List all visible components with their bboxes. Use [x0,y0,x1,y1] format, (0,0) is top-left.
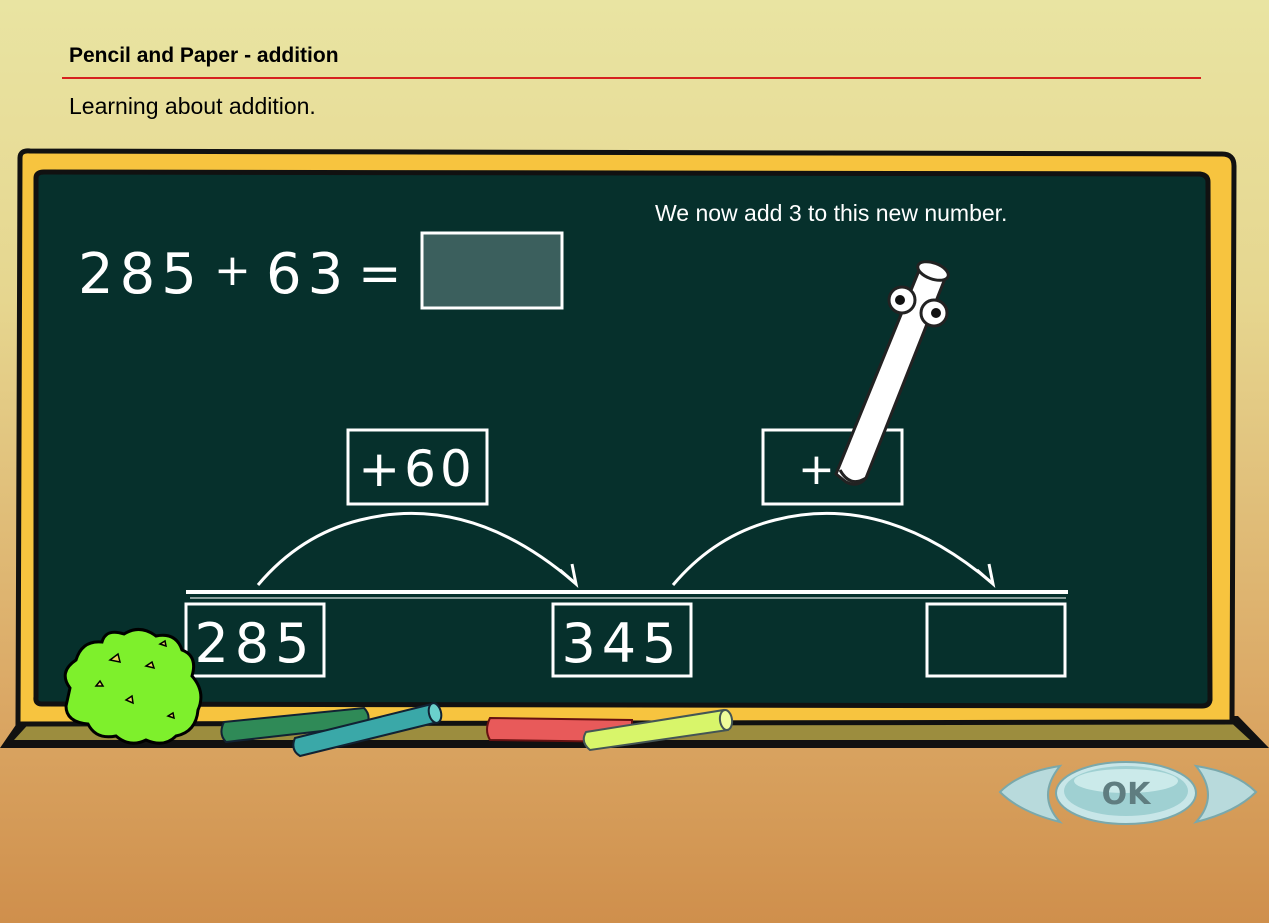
jump-arc-2 [671,511,993,586]
chalk-character-icon [834,260,950,486]
next-button[interactable] [1192,764,1258,824]
equation: 285 + 63 = [78,242,402,307]
arrow-right-icon [1192,764,1258,824]
number-line-answer-box[interactable] [925,602,1067,678]
lesson-title: Pencil and Paper - addition [69,44,339,67]
jump-box-2 [761,428,904,506]
ok-button-label: OK [1102,777,1153,812]
ok-button[interactable]: OK [1055,761,1197,825]
page-header: Pencil and Paper - addition Learning abo… [62,43,1201,119]
chalk-sticks [220,702,734,758]
prev-button[interactable] [998,764,1064,824]
jump-box-1 [346,428,489,506]
instruction-text: We now add 3 to this new number. [655,200,1008,226]
title-divider [62,77,1201,79]
jump-arrowhead-1 [559,563,579,589]
jump-arc-1 [256,511,576,586]
number-line-value-1: 285 [194,612,315,675]
jump-label-2: + [798,444,835,495]
arrow-left-icon [998,764,1064,824]
sponge-icon [63,628,203,745]
jump-label-1: +60 [358,440,476,498]
number-line-box-1 [184,602,326,678]
equation-answer-box[interactable] [420,231,564,310]
equation-first-number: 285 [78,242,203,307]
number-line-box-2 [551,602,693,678]
equation-equals-sign: = [358,244,402,304]
lesson-subtitle: Learning about addition. [69,93,316,119]
equation-second-number: 63 [266,242,349,307]
number-line-value-2: 345 [561,612,682,675]
jump-arrowhead-2 [976,563,996,589]
equation-plus-sign: + [214,245,251,296]
